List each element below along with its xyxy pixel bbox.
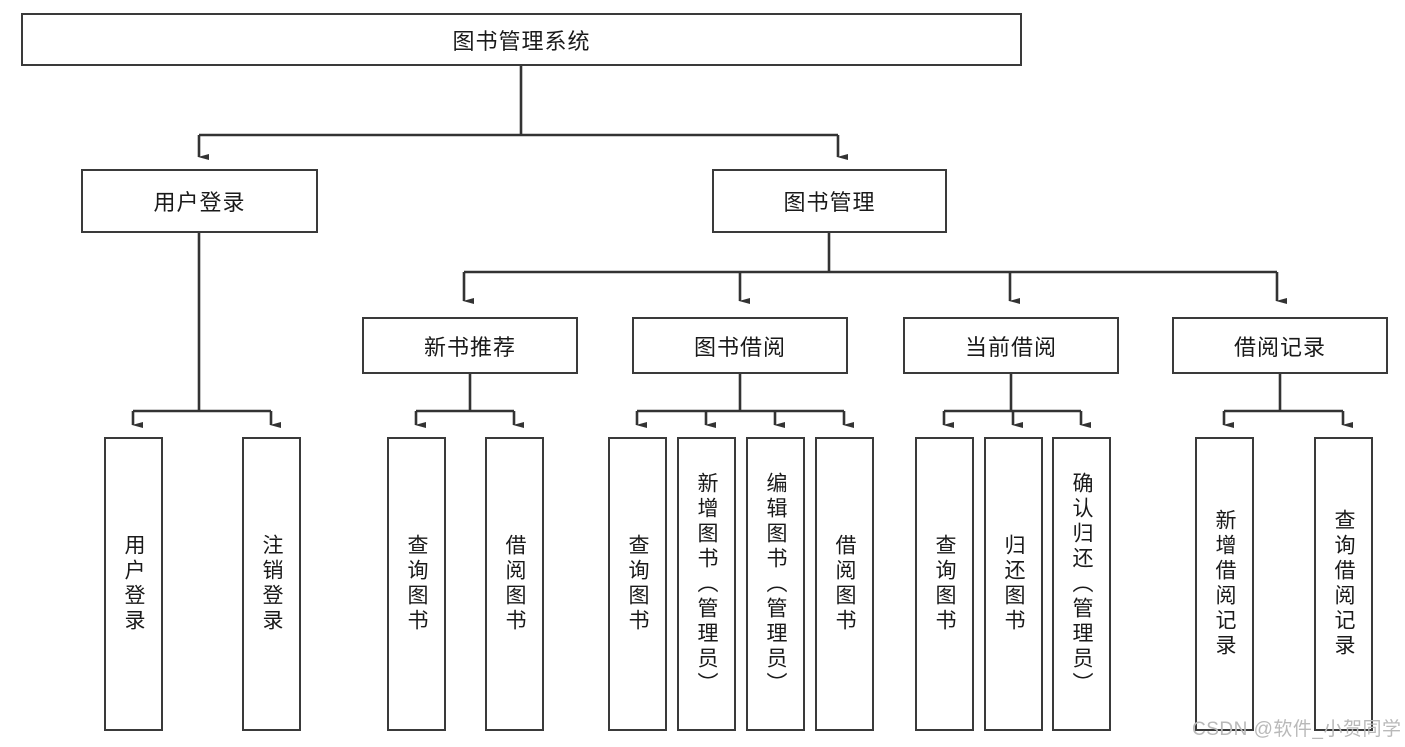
node-user-login[interactable]: 用户登录 (81, 169, 318, 233)
node-current-borrow-label: 当前借阅 (964, 334, 1057, 360)
node-borrow-record-label: 借阅记录 (1233, 334, 1326, 360)
leaf-current-confirm-return[interactable]: 确认归还（管理员） (1052, 437, 1111, 731)
leaf-record-query-record[interactable]: 查询借阅记录 (1314, 437, 1373, 731)
leaf-current-query-book[interactable]: 查询图书 (915, 437, 974, 731)
leaf-record-query-record-label: 查询借阅记录 (1332, 509, 1355, 659)
leaf-current-query-book-label: 查询图书 (933, 534, 956, 634)
leaf-user-login-signout-label: 注销登录 (260, 534, 283, 634)
node-new-book-recommend[interactable]: 新书推荐 (362, 317, 578, 374)
leaf-user-login-signin-label: 用户登录 (122, 534, 145, 634)
leaf-record-add-record[interactable]: 新增借阅记录 (1195, 437, 1254, 731)
leaf-borrow-add-book-label: 新增图书（管理员） (695, 471, 718, 697)
node-borrow-record[interactable]: 借阅记录 (1172, 317, 1388, 374)
leaf-current-return-book-label: 归还图书 (1002, 534, 1025, 634)
node-book-management-label: 图书管理 (783, 190, 876, 215)
watermark-text: CSDN @软件_小贺同学 (1192, 719, 1402, 740)
leaf-borrow-add-book[interactable]: 新增图书（管理员） (677, 437, 736, 731)
leaf-borrow-borrow-book-label: 借阅图书 (833, 534, 856, 634)
node-root[interactable]: 图书管理系统 (21, 13, 1022, 66)
node-book-borrow-label: 图书借阅 (693, 334, 786, 360)
leaf-borrow-borrow-book[interactable]: 借阅图书 (815, 437, 874, 731)
node-new-book-recommend-label: 新书推荐 (423, 334, 516, 360)
leaf-recommend-borrow-book[interactable]: 借阅图书 (485, 437, 544, 731)
leaf-borrow-edit-book-label: 编辑图书（管理员） (764, 471, 787, 697)
node-user-login-label: 用户登录 (153, 190, 246, 215)
node-current-borrow[interactable]: 当前借阅 (903, 317, 1119, 374)
leaf-recommend-borrow-book-label: 借阅图书 (503, 534, 526, 634)
node-root-label: 图书管理系统 (452, 28, 591, 54)
leaf-recommend-query-book[interactable]: 查询图书 (387, 437, 446, 731)
leaf-user-login-signout[interactable]: 注销登录 (242, 437, 301, 731)
leaf-borrow-query-book-label: 查询图书 (626, 534, 649, 634)
leaf-borrow-query-book[interactable]: 查询图书 (608, 437, 667, 731)
leaf-user-login-signin[interactable]: 用户登录 (104, 437, 163, 731)
node-book-management[interactable]: 图书管理 (712, 169, 947, 233)
leaf-borrow-edit-book[interactable]: 编辑图书（管理员） (746, 437, 805, 731)
leaf-current-return-book[interactable]: 归还图书 (984, 437, 1043, 731)
leaf-recommend-query-book-label: 查询图书 (405, 534, 428, 634)
node-book-borrow[interactable]: 图书借阅 (632, 317, 848, 374)
leaf-record-add-record-label: 新增借阅记录 (1213, 509, 1236, 659)
leaf-current-confirm-return-label: 确认归还（管理员） (1070, 471, 1093, 697)
